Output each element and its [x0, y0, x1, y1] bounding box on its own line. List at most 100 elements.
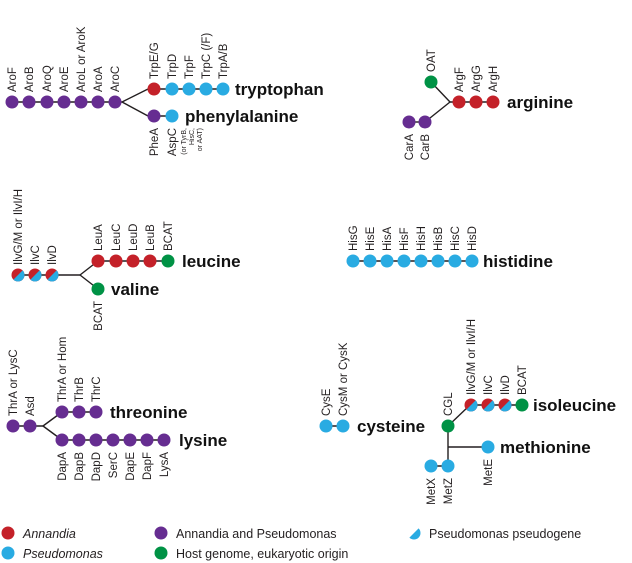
- or-aroL-aroK: or: [76, 52, 88, 68]
- gene-label-trpEG: TrpE/G: [149, 42, 161, 79]
- node-metE: [481, 440, 495, 454]
- product-cysteine: cysteine: [357, 417, 425, 436]
- legend-label-both-a: Annandia: [176, 527, 229, 541]
- node-aroC: [108, 95, 122, 109]
- product-isoleucine: isoleucine: [533, 396, 616, 415]
- gene-label-cysE: CysE: [321, 388, 333, 416]
- legend-label-annandia: Annandia: [22, 527, 76, 541]
- node-thrA-lysC: [6, 419, 20, 433]
- node-carA: [418, 115, 432, 129]
- legend-label-both: Annandia and Pseudomonas: [176, 527, 337, 541]
- node-dapB: [72, 433, 86, 447]
- gene-label-metZ: MetZ: [443, 478, 455, 504]
- product-lysine: lysine: [179, 431, 227, 450]
- legend-item-host: Host genome, eukaryotic origin: [154, 546, 348, 561]
- gene-label-aroA: AroA: [93, 66, 105, 92]
- product-valine: valine: [111, 280, 159, 299]
- node-leuD: [126, 254, 140, 268]
- product-tryptophan: tryptophan: [235, 80, 324, 99]
- gene-label-carB: CarB: [420, 134, 432, 161]
- gene-label-cgl: CGL: [443, 392, 455, 416]
- node-metZ: [441, 459, 455, 473]
- node-hisC: [448, 254, 462, 268]
- gene-lysC: LysC: [8, 349, 20, 375]
- node-ilvC-pseudogene-half: [30, 270, 42, 282]
- node-dapE: [123, 433, 137, 447]
- legend-swatch-annandia: [1, 526, 15, 540]
- product-arginine: arginine: [507, 93, 573, 112]
- node-dapD: [89, 433, 103, 447]
- cysteine-pathway: CysE CysM or CysK cysteine: [319, 342, 425, 436]
- gene-label-dapA: DapA: [57, 452, 69, 481]
- gene-label-hisF: HisF: [399, 227, 411, 251]
- gene-label-ilvGM-ilvIH: IlvG/M or IlvI/H: [13, 189, 25, 265]
- or-thrA-lysC: or: [8, 375, 20, 392]
- gene-label-trpD: TrpD: [167, 54, 179, 79]
- gene-label-serC: SerC: [108, 452, 120, 478]
- aspC-note-3: or AAT): [197, 128, 204, 151]
- aspC-note-2: HisC,: [189, 128, 196, 145]
- tryptophan-phenylalanine-pathway: AroF AroB AroQ AroE AroL or AroK AroA Ar…: [5, 26, 324, 156]
- gene-label-ilvC: IlvC: [30, 245, 42, 265]
- node-asd: [23, 419, 37, 433]
- legend-label-pseudogene: Pseudomonas pseudogene: [429, 527, 581, 541]
- gene-label-dapF: DapF: [142, 452, 154, 480]
- legend: Annandia Pseudomonas Annandia and Pseudo…: [1, 526, 581, 561]
- node-thrA-hom: [55, 405, 69, 419]
- arginine-pathway: OAT ArgF ArgG ArgH CarA CarB arginine: [402, 49, 573, 161]
- node-argF: [452, 95, 466, 109]
- node-leuA: [91, 254, 105, 268]
- product-phenylalanine: phenylalanine: [185, 107, 298, 126]
- gene-label-argG: ArgG: [471, 65, 483, 92]
- legend-label-pseudogene-a: Pseudomonas: [429, 527, 509, 541]
- gene-label-trpF: TrpF: [184, 55, 196, 79]
- node-bcat-valine: [91, 282, 105, 296]
- product-leucine: leucine: [182, 252, 241, 271]
- gene-label-pheA: PheA: [149, 128, 161, 156]
- legend-swatch-both: [154, 526, 168, 540]
- node-aroE: [57, 95, 71, 109]
- gene-label-ilvD: IlvD: [47, 245, 59, 265]
- node-oat: [424, 75, 438, 89]
- gene-hom: Hom: [57, 337, 69, 361]
- gene-label-hisH: HisH: [416, 226, 428, 251]
- gene-label-hisG: HisG: [348, 225, 360, 251]
- gene-label-hisE: HisE: [365, 226, 377, 251]
- gene-label-thrA-hom: ThrA or Hom: [57, 337, 69, 402]
- leucine-valine-pathway: IlvG/M or IlvI/H IlvC IlvD LeuA LeuC Leu…: [11, 189, 241, 331]
- gene-label-aroF: AroF: [7, 67, 19, 92]
- legend-item-annandia: Annandia: [1, 526, 76, 541]
- node-hisA: [380, 254, 394, 268]
- gene-label-dapD: DapD: [91, 452, 103, 481]
- product-histidine: histidine: [483, 252, 553, 271]
- node-thrB: [72, 405, 86, 419]
- node-carB: [402, 115, 416, 129]
- node-hisF: [397, 254, 411, 268]
- node-dapF: [140, 433, 154, 447]
- gene-label-oat: OAT: [426, 49, 438, 72]
- gene-label-trpC: TrpC (/F): [201, 33, 213, 79]
- gene-ilvIH: IlvI/H: [13, 189, 25, 215]
- legend-label-both-b: Pseudomonas: [257, 527, 337, 541]
- node-leuC: [109, 254, 123, 268]
- threonine-lysine-pathway: ThrA or LysC Asd ThrA or Hom ThrB ThrC D…: [6, 337, 227, 481]
- node-argG: [469, 95, 483, 109]
- legend-label-both-and: and: [229, 527, 257, 541]
- gene-label-aroL-aroK: AroL or AroK: [76, 26, 88, 92]
- node-hisB: [431, 254, 445, 268]
- node-trpD: [165, 82, 179, 96]
- node-bcat-leucine: [161, 254, 175, 268]
- product-threonine: threonine: [110, 403, 187, 422]
- gene-label-ilvC-2: IlvC: [483, 375, 495, 395]
- node-aroL: [74, 95, 88, 109]
- gene-label-hisB: HisB: [433, 226, 445, 251]
- gene-label-argF: ArgF: [454, 67, 466, 92]
- node-hisD: [465, 254, 479, 268]
- node-bcat-isoleucine: [515, 398, 529, 412]
- or-thrA-hom: or: [57, 361, 69, 378]
- node-ilvGM-pseudogene-half: [13, 270, 25, 282]
- gene-label-trpAB: TrpA/B: [218, 43, 230, 79]
- legend-item-pseudomonas: Pseudomonas: [1, 546, 103, 561]
- gene-label-thrA-lysC: ThrA or LysC: [8, 349, 20, 416]
- legend-label-host: Host genome, eukaryotic origin: [176, 547, 348, 561]
